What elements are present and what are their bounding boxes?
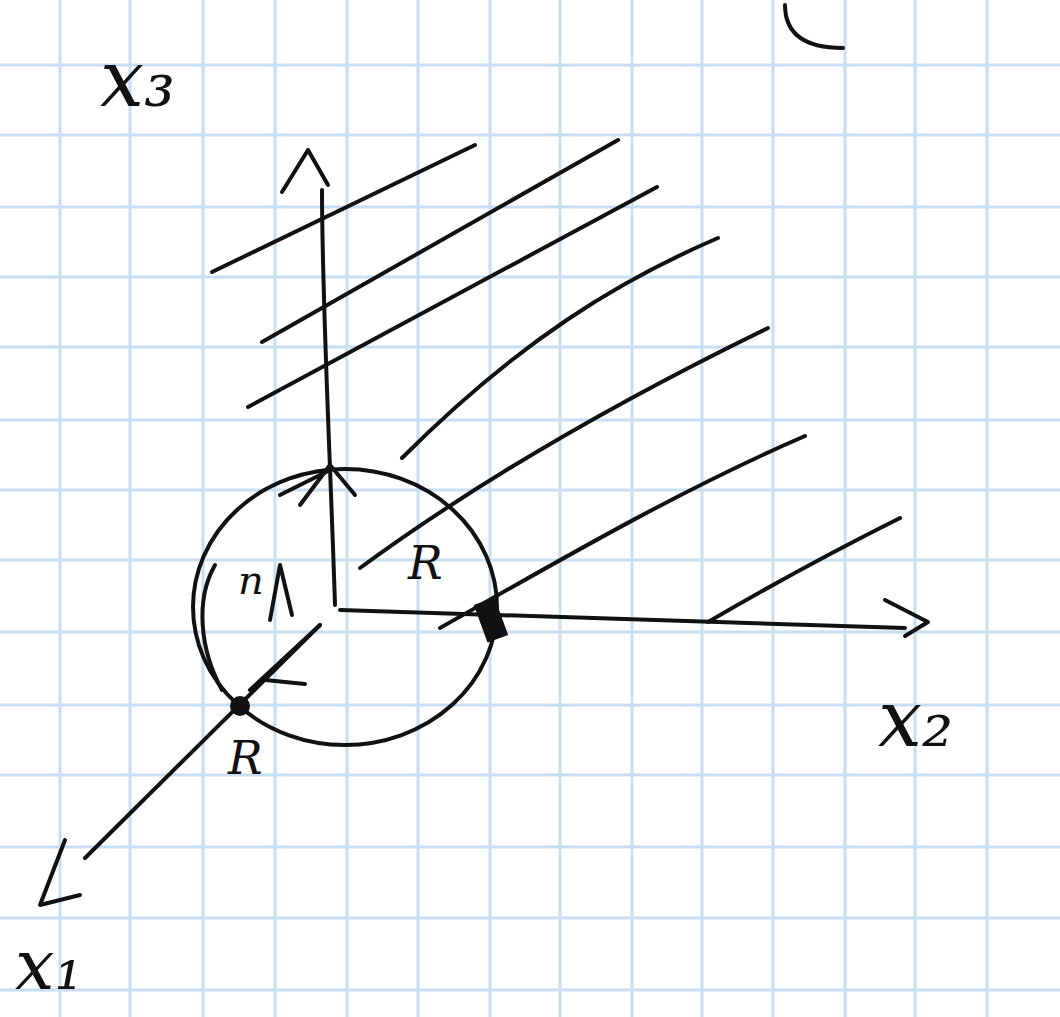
axis-label: x₃ <box>100 40 175 118</box>
marked-points <box>230 597 508 716</box>
axis-label: x₁ <box>15 930 83 1000</box>
radius-label: R <box>228 735 263 781</box>
normal-label: n <box>238 560 264 600</box>
ink-drawing <box>40 5 928 905</box>
radius-label: R <box>408 540 443 586</box>
axis-label: x₂ <box>878 680 953 758</box>
